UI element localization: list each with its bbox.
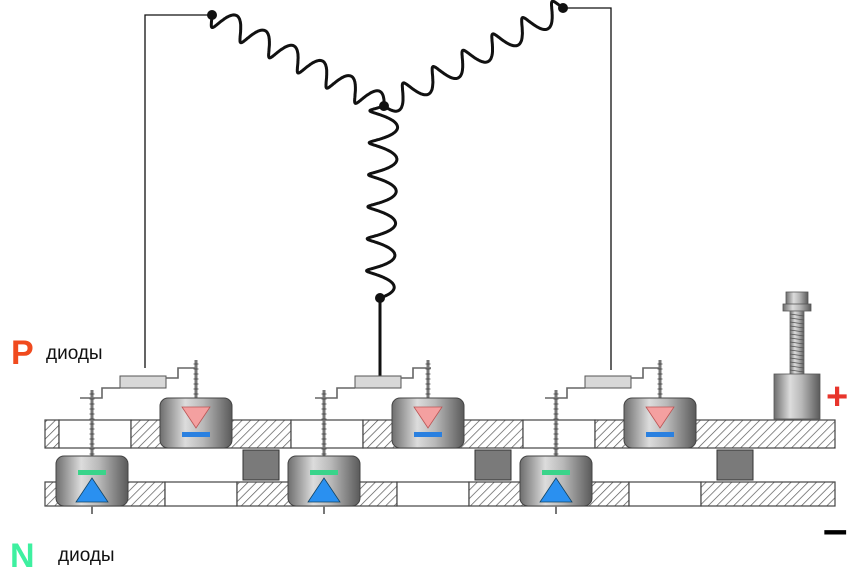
diode-down-arrow xyxy=(413,406,443,429)
step-strap-right xyxy=(631,367,661,379)
diode-cathode-bar xyxy=(182,432,210,437)
press-fit-diode-up-triangle-icon xyxy=(55,390,129,514)
spacer xyxy=(474,449,512,481)
press-fit-diode-up-triangle-icon xyxy=(287,390,361,514)
positive-plate-segment xyxy=(522,419,596,449)
press-fit-diode-down-triangle-icon xyxy=(391,360,465,449)
diode-cathode-bar xyxy=(310,470,338,475)
positive-plate-segment xyxy=(44,419,60,449)
stator-windings xyxy=(209,0,564,300)
bolt-thread xyxy=(789,369,805,373)
spacer xyxy=(242,449,280,481)
diode-cathode-bar xyxy=(542,470,570,475)
diode-down-arrow xyxy=(645,406,675,429)
positive-plate-segment xyxy=(290,419,364,449)
bolt-terminal-icon xyxy=(773,291,821,420)
left-terminal-dot xyxy=(207,10,217,20)
diode-cathode-bar xyxy=(78,470,106,475)
diode-cathode-bar xyxy=(414,432,442,437)
center-terminal-dot xyxy=(375,293,385,303)
bolt-thread xyxy=(789,337,805,341)
terminal-tab xyxy=(584,375,632,389)
right-phase-wire xyxy=(563,7,612,370)
bolt-thread xyxy=(789,341,805,345)
diodes xyxy=(55,360,697,514)
bolt-thread xyxy=(789,313,805,317)
bolt-thread xyxy=(789,345,805,349)
terminal-tab xyxy=(119,375,167,389)
diode-up-arrow xyxy=(307,477,341,503)
p-diodes-letter: P xyxy=(11,334,34,372)
negative-terminal-sign: – xyxy=(823,505,848,554)
press-fit-diode-up-triangle-icon xyxy=(519,390,593,514)
diode-leads xyxy=(80,367,661,399)
junction-dots xyxy=(207,3,568,303)
negative-plate-segment xyxy=(396,481,470,507)
spacer xyxy=(716,449,754,481)
center-winding-coil-icon xyxy=(365,104,400,300)
press-fit-diode-down-triangle-icon xyxy=(623,360,697,449)
negative-plate-segment xyxy=(164,481,238,507)
negative-plate xyxy=(44,481,836,507)
lead-connector xyxy=(315,367,431,399)
negative-plate-segment xyxy=(700,481,836,507)
bolt-thread xyxy=(789,333,805,337)
right-terminal-dot xyxy=(558,3,568,13)
bolt-thread xyxy=(789,321,805,325)
phase-wires xyxy=(144,7,612,378)
left-phase-wire xyxy=(144,14,212,368)
right-winding-coil-icon xyxy=(383,0,564,113)
step-strap-left xyxy=(315,387,355,399)
step-strap-left xyxy=(545,387,585,399)
lead-connector xyxy=(545,367,661,399)
step-strap-right xyxy=(401,367,431,379)
terminal-tab xyxy=(354,375,402,389)
n-diodes-label: диоды xyxy=(58,545,115,566)
positive-plate-segment xyxy=(58,419,132,449)
positive-terminal-sign: + xyxy=(826,376,849,418)
step-strap-left xyxy=(80,387,120,399)
bolt-thread xyxy=(789,317,805,321)
left-winding-coil-icon xyxy=(209,13,386,107)
bolt-thread xyxy=(789,361,805,365)
n-diodes-letter: N xyxy=(10,537,35,575)
bolt-thread xyxy=(789,349,805,353)
bolt-thread xyxy=(789,353,805,357)
diode-up-arrow xyxy=(539,477,573,503)
step-strap-right xyxy=(166,367,196,379)
bolt-thread xyxy=(789,365,805,369)
star-point-dot xyxy=(379,101,389,111)
negative-plate-segment xyxy=(628,481,702,507)
diode-down-arrow xyxy=(181,406,211,429)
insulating-spacers xyxy=(242,449,754,481)
diode-up-arrow xyxy=(75,477,109,503)
bolt-thread xyxy=(789,329,805,333)
lead-connector xyxy=(80,367,196,399)
bolt-thread xyxy=(789,325,805,329)
p-diodes-label: диоды xyxy=(46,343,103,364)
bolt-thread xyxy=(789,357,805,361)
diode-cathode-bar xyxy=(646,432,674,437)
press-fit-diode-down-triangle-icon xyxy=(159,360,233,449)
